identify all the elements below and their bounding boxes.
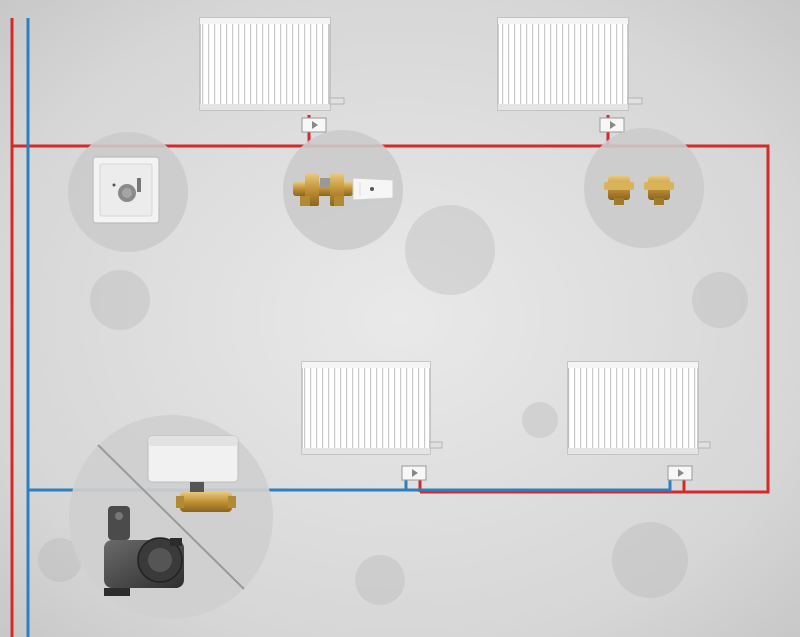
radiator-bottom-right [567,361,711,455]
shutoff-valve-icon [604,176,674,205]
circulation-pump-icon [104,506,184,596]
radiator-valve-block [301,117,693,481]
radiator-bottom-left [301,361,443,455]
thermostatic-valve-icon [293,174,394,206]
inset-thermostatic-valve [283,130,403,250]
zone-valve-actuator-icon [147,435,239,512]
inset-thermostat [68,132,188,252]
radiator-top-right [497,17,643,111]
inset-zone-valve-and-pump [69,415,273,619]
inset-shutoff-valves [584,128,704,248]
valve-marks [312,121,684,477]
radiator-top-left [199,17,345,111]
thermostat-icon [92,156,160,224]
